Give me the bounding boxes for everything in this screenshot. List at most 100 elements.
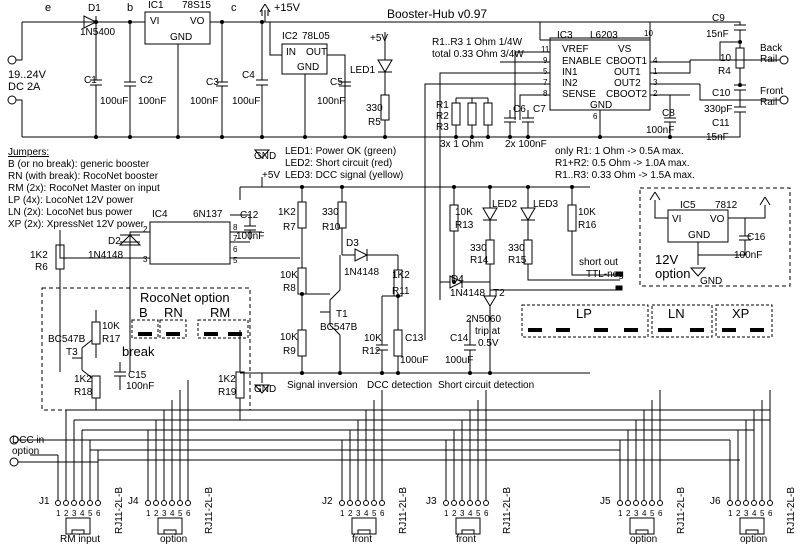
connector-j6-type: RJ11-2L-B [786,486,797,534]
connector-pin-number: 4 [80,509,85,518]
r18-label: R18 [74,387,93,398]
r11-value: 1K2 [392,270,410,281]
led-legend-3: LED3: DCC signal (yellow) [285,170,404,181]
r15-label: R15 [508,255,527,266]
connector-pin-number: 6 [768,509,773,518]
jumper-rn-label: RN [164,305,183,320]
connector-j2-label: front [352,534,373,544]
r13-value: 10K [455,207,473,218]
t2-note-1: trip at [475,326,501,337]
c14-value: 100uF [445,355,474,366]
c3-value: 100nF [190,96,219,107]
c2-value: 100nF [138,96,167,107]
t3-value: BC547B [48,334,86,345]
d2-label: D2 [108,236,121,247]
c10-label: C10 [712,88,731,99]
ic5-pin-gnd: GND [688,230,711,241]
ic3-pin-num-7: 7 [543,78,548,87]
connector-j6-id: J6 [710,496,721,507]
jumper-b-label: B [139,305,148,320]
connector-pin-number: 1 [618,509,623,518]
section-signal-inversion: Signal inversion [287,380,358,391]
ic3-pin-num-5: 5 [543,67,548,76]
ic2-label: IC2 [282,31,298,42]
limit-line-3: R1..R3: 0.33 Ohm -> 1.5A max. [555,170,695,181]
r6-value: 1K2 [30,250,48,261]
connector-j3-id: J3 [426,496,437,507]
connector-j5-label: option [630,534,658,544]
ic2-pin-gnd: GND [297,62,320,73]
connector-pin-number: 4 [170,509,175,518]
r3-label: R3 [436,122,449,133]
connector-pin-number: 2 [452,509,457,518]
connector-pin-number: 6 [484,509,489,518]
connector-pin-number: 3 [162,509,167,518]
jumper-lp-label: LP [576,306,592,321]
d3-value: 1N4148 [344,267,380,278]
jumper-line-5: LN (2x): LocoNet bus power [8,207,133,218]
connector-pin-number: 1 [146,509,151,518]
ic1-pin-vi: VI [150,16,160,27]
c8-value: 100nF [646,125,675,136]
rail-5v-b-label: +5V [262,170,281,181]
r9-label: R9 [283,346,296,357]
resistor-note-1: R1..R3 1 Ohm 1/4W [432,37,523,48]
ic3-pin-num-11: 11 [541,45,550,54]
c4-value: 100uF [232,96,261,107]
r13-label: R13 [455,220,474,231]
ic5-value: 7812 [715,200,738,211]
r2-label: R2 [436,111,449,122]
c7-label: C7 [533,104,546,115]
connector-j3-type: RJ11-2L-B [502,486,513,534]
section-dcc-detection: DCC detection [367,380,433,391]
ic4-pin-2: 2 [143,225,148,234]
connector-pin-number: 5 [88,509,93,518]
ic1-pin-gnd: GND [170,32,193,43]
jumper-ln-label: LN [668,306,685,321]
connector-pin-number: 5 [476,509,481,518]
ic5-label: IC5 [680,200,696,211]
c3-label: C3 [206,77,219,88]
r18-value: 1K2 [74,374,92,385]
ic1-label: IC1 [148,0,164,11]
connector-j1-label: RM input [60,534,101,544]
r19-value: 1K2 [218,374,236,385]
led1-label: LED1 [350,65,376,76]
connector-pin-number: 3 [460,509,465,518]
connector-pin-number: 2 [736,509,741,518]
ic1-value: 78S15 [182,0,211,11]
connector-pin-number: 3 [356,509,361,518]
connector-pin-number: 4 [468,509,473,518]
ic3-pin-num-3: 3 [653,78,658,87]
ic2-pin-in: IN [286,47,296,58]
connector-j1-id: J1 [39,496,50,507]
c9-label: C9 [712,13,725,24]
power-input-label-2: DC 2A [8,81,41,93]
c1-value: 100uF [100,96,129,107]
connector-pin-number: 1 [728,509,733,518]
ic3-pin-vref: VREF [562,44,589,55]
ic3-pin-cboot2: CBOOT2 [606,89,648,100]
r17-value: 10K [102,321,120,332]
c6-label: C6 [513,104,526,115]
jumper-line-4: LP (4x): LocoNet 12V power [8,195,134,206]
limit-line-2: R1+R2: 0.5 Ohm -> 1.0A max. [555,158,690,169]
ic3-pin-in1: IN1 [562,67,578,78]
ic3-pin-num-4: 4 [653,56,658,65]
ic3-pin-num-9: 9 [543,56,548,65]
dcc-in-label: DCC in [12,435,45,446]
ic3-pin-sense: SENSE [562,89,596,100]
r15-value: 330 [508,243,525,254]
connector-pin-number: 5 [650,509,655,518]
ic3-pin-cboot1: CBOOT1 [606,56,648,67]
r19-label: R19 [218,387,237,398]
connector-j6-label: option [740,534,768,544]
r8-value: 10K [280,270,298,281]
d2-value: 1N4148 [88,250,124,261]
r14-value: 330 [470,243,487,254]
dcc-in-option-label: option [12,446,40,457]
connector-j2-type: RJ11-2L-B [398,486,409,534]
c11-value: 15nF [706,132,729,143]
d1-label: D1 [88,3,101,14]
